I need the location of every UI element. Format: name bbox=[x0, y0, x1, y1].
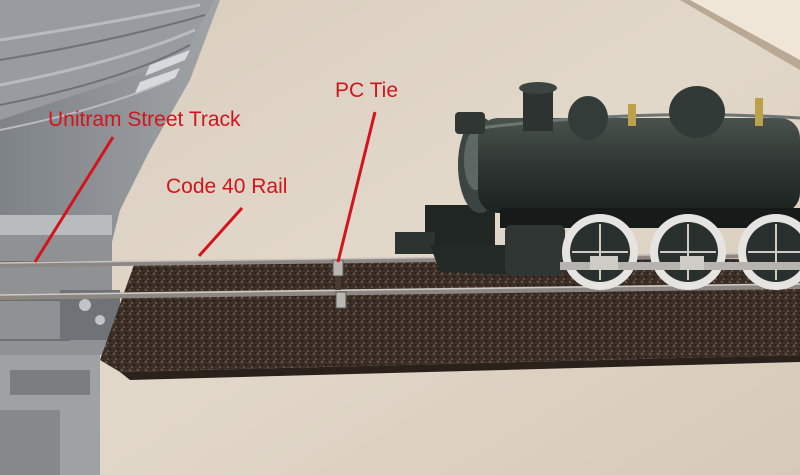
steam-locomotive bbox=[395, 82, 800, 290]
label-pc-tie: PC Tie bbox=[335, 79, 399, 102]
board-edge bbox=[640, 0, 800, 65]
rail-near bbox=[0, 283, 800, 300]
label-code-40-rail: Code 40 Rail bbox=[166, 175, 288, 198]
pc-tie bbox=[332, 259, 344, 277]
ballast-bed bbox=[100, 256, 800, 372]
label-unitram-street-track: Unitram Street Track bbox=[48, 108, 241, 131]
